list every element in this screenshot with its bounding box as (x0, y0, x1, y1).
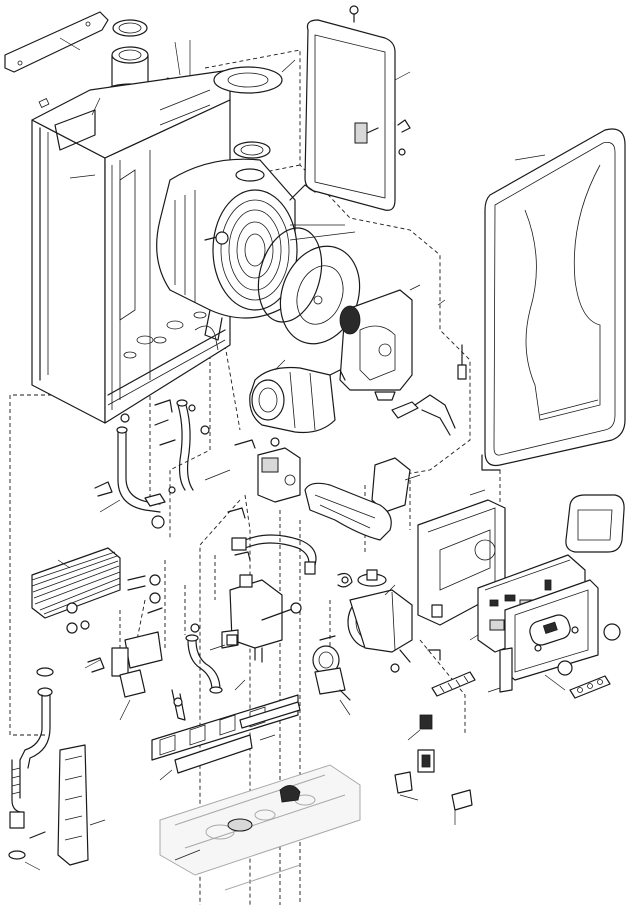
connector-block (569, 675, 611, 699)
small-fittings (80, 413, 441, 673)
heat-exchanger (156, 158, 356, 341)
gas-valve (234, 437, 301, 503)
front-casing-panel (481, 128, 626, 471)
terminal-strip (431, 671, 476, 697)
condensate-syphon (8, 667, 89, 866)
flue-gasket (213, 59, 296, 159)
plate-heat-exchanger (31, 547, 161, 634)
hydraulic-manifold (221, 574, 302, 663)
condensate-pipe (94, 399, 210, 529)
air-filter (565, 494, 625, 553)
expansion-vessel (304, 5, 411, 211)
small-connectors (394, 714, 473, 825)
pump-motor (312, 645, 351, 701)
diverter-valve (87, 623, 200, 698)
ignition-electrodes (391, 344, 467, 436)
bottom-bracket-plate (151, 694, 301, 774)
fan-assembly (249, 366, 346, 434)
wall-bracket (4, 11, 109, 73)
control-fascia (499, 579, 621, 693)
air-inlet-duct (304, 457, 411, 541)
circulation-pump (347, 569, 413, 663)
leader-lines (24, 97, 501, 871)
bypass-pipe (171, 634, 223, 721)
flexible-pipe (231, 534, 353, 588)
ghost-base-frame (159, 764, 361, 891)
burner-plate (339, 289, 413, 401)
